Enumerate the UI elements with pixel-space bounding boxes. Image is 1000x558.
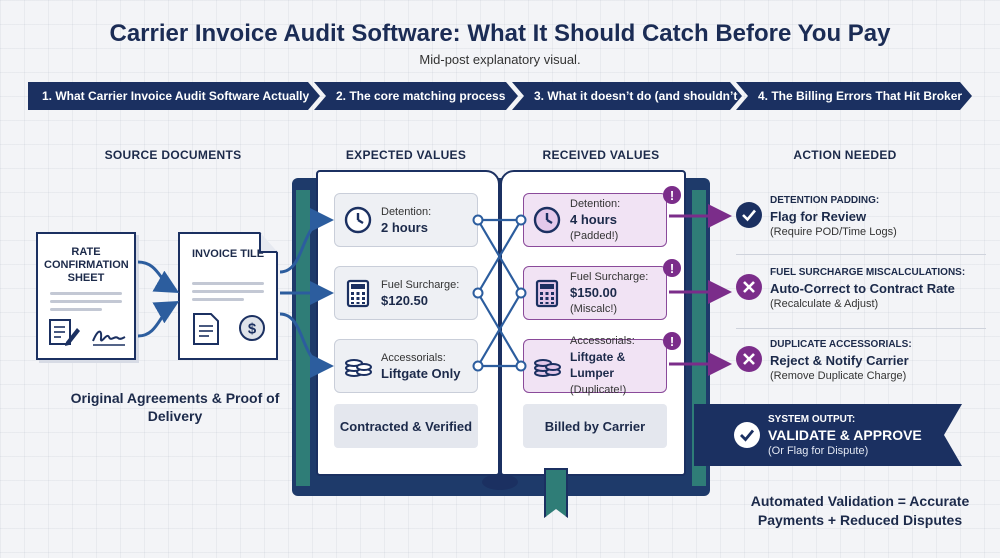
- check-icon: [736, 202, 762, 228]
- column-source-heading: SOURCE DOCUMENTS: [104, 148, 242, 162]
- expected-accessorials-value: Liftgate Only: [381, 366, 461, 381]
- document-pen-icon: [49, 319, 80, 346]
- received-fuel-note: (Miscalc!): [570, 302, 618, 315]
- expected-fuel-value: $120.50: [381, 293, 428, 308]
- expected-detention-label: Detention:: [381, 206, 432, 218]
- rate-confirmation-title: RATE CONFIRMATION SHEET: [44, 246, 129, 284]
- action-detention-sub: (Require POD/Time Logs): [770, 226, 897, 238]
- bookmark-ribbon: [544, 468, 568, 518]
- x-icon: [736, 274, 762, 300]
- received-accessorials-label: Accessorials:: [570, 335, 635, 347]
- coins-icon: [534, 359, 561, 377]
- step-3: 3. What it doesn’t do (and shouldn’t: [512, 82, 742, 110]
- action-accessorials-heading: DUPLICATE ACCESSORIALS:: [770, 339, 912, 350]
- alert-icon: !: [663, 186, 681, 204]
- rate-confirmation-document: RATE CONFIRMATION SHEET: [36, 232, 136, 360]
- clock-icon: [344, 206, 372, 234]
- action-detention: DETENTION PADDING: Flag for Review (Requ…: [736, 194, 986, 239]
- dollar-coin-icon: $: [239, 315, 265, 341]
- calculator-icon: [346, 279, 370, 308]
- action-accessorials-main: Reject & Notify Carrier: [770, 353, 909, 368]
- action-fuel-sub: (Recalculate & Adjust): [770, 298, 879, 310]
- action-fuel-main: Auto-Correct to Contract Rate: [770, 281, 955, 296]
- receipt-icon: [193, 313, 219, 345]
- clock-icon: [533, 206, 561, 234]
- system-output-heading: SYSTEM OUTPUT:: [768, 413, 856, 425]
- alert-icon: !: [663, 332, 681, 350]
- system-output-banner: SYSTEM OUTPUT: VALIDATE & APPROVE (Or Fl…: [694, 404, 962, 466]
- signature-icon: [92, 330, 126, 346]
- expected-detention-card: Detention: 2 hours: [334, 193, 478, 247]
- received-accessorials-value: Liftgate & Lumper: [570, 350, 626, 380]
- received-fuel-card: Fuel Surcharge:$150.00 (Miscalc!): [523, 266, 667, 320]
- action-accessorials: DUPLICATE ACCESSORIALS: Reject & Notify …: [736, 338, 986, 383]
- expected-footer: Contracted & Verified: [334, 404, 478, 448]
- expected-fuel-label: Fuel Surcharge:: [381, 279, 460, 291]
- received-detention-card: Detention:4 hours (Padded!): [523, 193, 667, 247]
- received-accessorials-note: (Duplicate!): [570, 384, 627, 396]
- step-1: 1. What Carrier Invoice Audit Software A…: [28, 82, 320, 110]
- step-4: 4. The Billing Errors That Hit Broker: [736, 82, 972, 110]
- received-detention-label: Detention:: [570, 197, 621, 210]
- action-accessorials-sub: (Remove Duplicate Charge): [770, 370, 907, 382]
- column-expected-heading: EXPECTED VALUES: [345, 148, 467, 162]
- source-caption: Original Agreements & Proof of Delivery: [70, 390, 280, 424]
- page-fold-icon: [259, 232, 278, 253]
- x-icon: [736, 346, 762, 372]
- action-fuel: FUEL SURCHARGE MISCALCULATIONS: Auto-Cor…: [736, 266, 986, 311]
- system-output-sub: (Or Flag for Dispute): [768, 444, 869, 457]
- page-title: Carrier Invoice Audit Software: What It …: [109, 20, 891, 47]
- check-icon: [734, 422, 760, 448]
- invoice-document: INVOICE TILE $: [178, 232, 278, 360]
- action-fuel-heading: FUEL SURCHARGE MISCALCULATIONS:: [770, 267, 966, 278]
- received-fuel-value: $150.00: [570, 284, 617, 300]
- action-divider: [736, 254, 986, 255]
- book-spine-base: [482, 474, 518, 490]
- page-subtitle: Mid-post explanatory visual.: [419, 52, 581, 67]
- received-footer: Billed by Carrier: [523, 404, 667, 448]
- expected-accessorials-label: Accessorials:: [381, 352, 446, 364]
- summary-caption: Automated Validation = Accurate Payments…: [750, 493, 970, 528]
- action-divider: [736, 328, 986, 329]
- calculator-icon: [535, 279, 559, 308]
- column-received-heading: RECEIVED VALUES: [542, 148, 660, 162]
- expected-detention-value: 2 hours: [381, 220, 428, 235]
- expected-fuel-card: Fuel Surcharge: $120.50: [334, 266, 478, 320]
- action-detention-heading: DETENTION PADDING:: [770, 195, 880, 206]
- column-action-heading: ACTION NEEDED: [793, 148, 897, 162]
- svg-text:$: $: [248, 321, 257, 338]
- received-detention-note: (Padded!): [570, 229, 619, 242]
- book-edge-left: [296, 190, 310, 486]
- received-detention-value: 4 hours: [570, 211, 617, 227]
- system-output-main: VALIDATE & APPROVE: [768, 426, 922, 443]
- received-fuel-label: Fuel Surcharge:: [570, 270, 649, 283]
- step-2: 2. The core matching process: [314, 82, 518, 110]
- expected-accessorials-card: Accessorials: Liftgate Only: [334, 339, 478, 393]
- coins-icon: [345, 359, 372, 377]
- invoice-title: INVOICE TILE: [191, 248, 265, 260]
- received-accessorials-card: Accessorials: Liftgate & Lumper (Duplicate…: [523, 335, 667, 396]
- alert-icon: !: [663, 259, 681, 277]
- action-detention-main: Flag for Review: [770, 209, 867, 224]
